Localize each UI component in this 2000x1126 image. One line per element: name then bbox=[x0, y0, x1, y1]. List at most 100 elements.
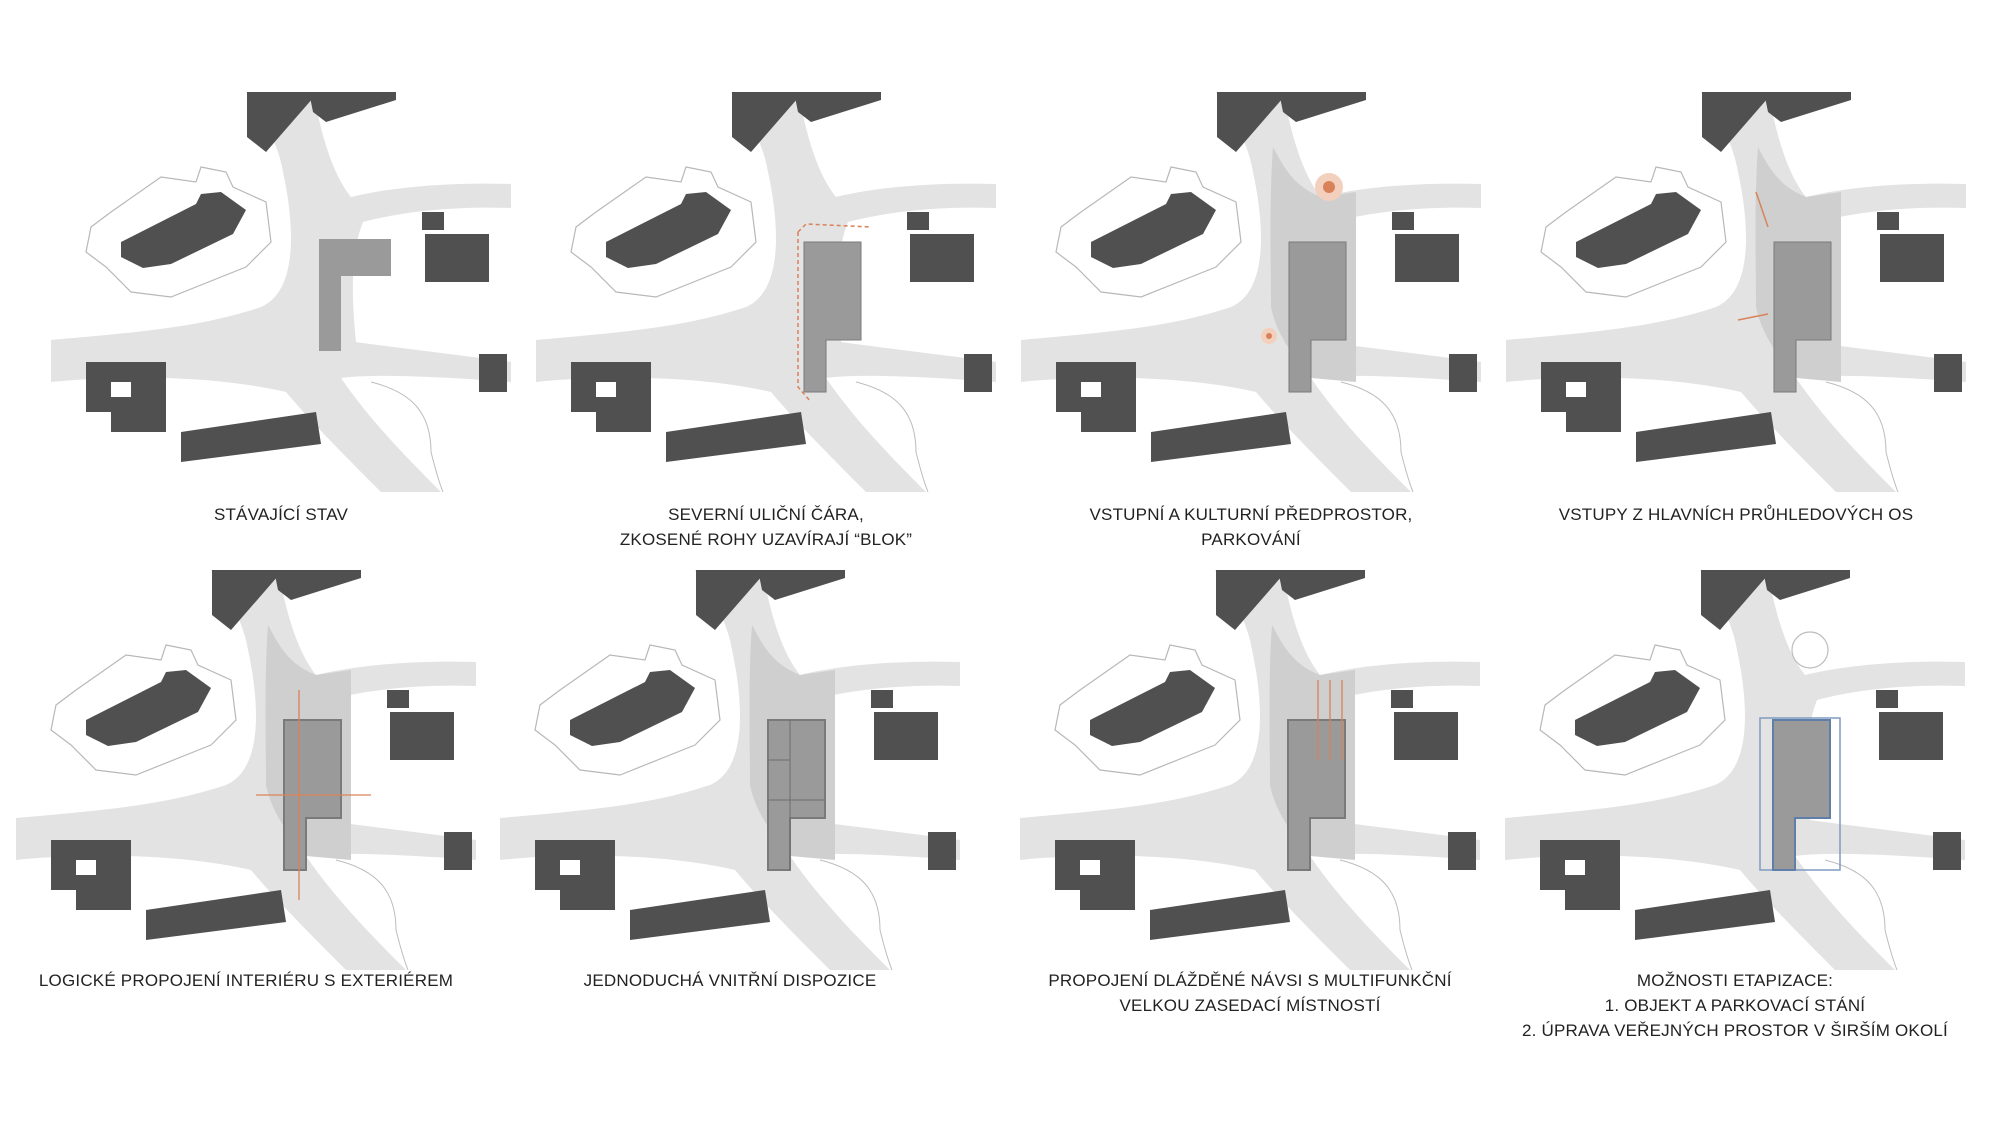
building-south bbox=[146, 890, 286, 940]
building-north-left bbox=[696, 570, 762, 630]
site-plan-entrances bbox=[1506, 92, 1966, 492]
caption-2: SEVERNÍ ULIČNÍ ČÁRA,ZKOSENÉ ROHY UZAVÍRA… bbox=[619, 505, 913, 549]
building-east-small bbox=[1877, 212, 1899, 230]
road-network bbox=[1506, 92, 1966, 492]
road-network bbox=[536, 92, 996, 492]
building-north-left bbox=[1216, 570, 1282, 630]
building-southeast bbox=[1449, 354, 1477, 392]
footpath bbox=[1340, 381, 1414, 492]
footpath bbox=[335, 859, 409, 970]
church-building bbox=[570, 670, 695, 746]
building-east bbox=[874, 712, 938, 760]
church-building bbox=[121, 192, 246, 268]
site-plan-interior-exterior bbox=[16, 570, 476, 970]
building-east bbox=[1880, 234, 1944, 282]
proposed-building bbox=[1288, 241, 1347, 393]
building-north-right bbox=[309, 92, 396, 122]
diagram-panel-2 bbox=[536, 92, 996, 492]
footpath bbox=[1339, 859, 1413, 970]
building-south bbox=[1150, 890, 1290, 940]
building-southeast bbox=[1448, 832, 1476, 870]
proposed-building bbox=[1287, 719, 1346, 871]
building-north-right bbox=[274, 570, 361, 600]
building-south bbox=[666, 412, 806, 462]
building-east-small bbox=[387, 690, 409, 708]
diagram-panel-8 bbox=[1505, 570, 1965, 970]
building-north-right bbox=[758, 570, 845, 600]
building-north-left bbox=[212, 570, 278, 630]
proposed-building-roof bbox=[1772, 719, 1831, 871]
building-north-left bbox=[732, 92, 798, 152]
diagram-panel-4 bbox=[1506, 92, 1966, 492]
caption-4: VSTUPY Z HLAVNÍCH PRŮHLEDOVÝCH OS bbox=[1558, 505, 1914, 524]
existing-building-wing bbox=[319, 276, 341, 351]
proposed-building bbox=[803, 241, 862, 393]
building-east bbox=[1879, 712, 1943, 760]
building-southwest bbox=[1055, 840, 1135, 910]
building-southeast bbox=[1934, 354, 1962, 392]
site-plan-phasing bbox=[1505, 570, 1965, 970]
diagram-panel-5 bbox=[16, 570, 476, 970]
proposed-building bbox=[1773, 241, 1832, 393]
building-north-left bbox=[247, 92, 313, 152]
road-network bbox=[500, 570, 960, 970]
building-south bbox=[1151, 412, 1291, 462]
building-north-right bbox=[1763, 570, 1850, 600]
building-southeast bbox=[444, 832, 472, 870]
road-network bbox=[1505, 570, 1965, 970]
caption-8: MOŽNOSTI ETAPIZACE:1. OBJEKT A PARKOVACÍ… bbox=[1522, 971, 1948, 1040]
site-plan-street-line bbox=[536, 92, 996, 492]
diagram-panel-3 bbox=[1021, 92, 1481, 492]
diagram-panel-6 bbox=[500, 570, 960, 970]
caption-3: VSTUPNÍ A KULTURNÍ PŘEDPROSTOR,PARKOVÁNÍ bbox=[1089, 505, 1413, 549]
church-building bbox=[1576, 192, 1701, 268]
building-north-right bbox=[1278, 570, 1365, 600]
diagram-panel-1 bbox=[51, 92, 511, 492]
road-network bbox=[16, 570, 476, 970]
building-southeast bbox=[964, 354, 992, 392]
building-east-small bbox=[1392, 212, 1414, 230]
building-south bbox=[630, 890, 770, 940]
site-plan-layout bbox=[500, 570, 960, 970]
building-south bbox=[1636, 412, 1776, 462]
building-south bbox=[181, 412, 321, 462]
footpath bbox=[1824, 859, 1898, 970]
road-network bbox=[1021, 92, 1481, 492]
building-north-left bbox=[1217, 92, 1283, 152]
building-east-small bbox=[871, 690, 893, 708]
building-north-right bbox=[1279, 92, 1366, 122]
street-line-north bbox=[797, 223, 872, 233]
footpath bbox=[1825, 381, 1899, 492]
church-building bbox=[606, 192, 731, 268]
phase-1-boundary bbox=[1759, 717, 1841, 871]
building-south bbox=[1635, 890, 1775, 940]
entrance-arrow-west bbox=[1737, 313, 1769, 321]
existing-building-main bbox=[319, 239, 391, 276]
building-north-right bbox=[1764, 92, 1851, 122]
building-east-small bbox=[1391, 690, 1413, 708]
footpath bbox=[819, 859, 893, 970]
footpath bbox=[370, 381, 444, 492]
caption-6: JEDNODUCHÁ VNITŘNÍ DISPOZICE bbox=[583, 971, 877, 990]
interior-partitions bbox=[768, 720, 825, 870]
building-southeast bbox=[928, 832, 956, 870]
building-southeast bbox=[479, 354, 507, 392]
building-north-left bbox=[1702, 92, 1768, 152]
building-east bbox=[425, 234, 489, 282]
site-plan-existing bbox=[51, 92, 511, 492]
plaza-feature bbox=[1791, 631, 1829, 669]
entrance-arrow-north bbox=[1755, 191, 1769, 228]
building-southwest bbox=[535, 840, 615, 910]
road-network bbox=[1020, 570, 1480, 970]
church-building bbox=[1091, 192, 1216, 268]
building-east-small bbox=[907, 212, 929, 230]
building-east bbox=[1394, 712, 1458, 760]
building-southwest bbox=[51, 840, 131, 910]
building-southwest bbox=[1540, 840, 1620, 910]
entrance-marker-dot bbox=[1266, 333, 1272, 339]
caption-1: STÁVAJÍCÍ STAV bbox=[213, 505, 349, 524]
building-southwest bbox=[1541, 362, 1621, 432]
footpath bbox=[855, 381, 929, 492]
building-north-left bbox=[1701, 570, 1767, 630]
building-east-small bbox=[422, 212, 444, 230]
